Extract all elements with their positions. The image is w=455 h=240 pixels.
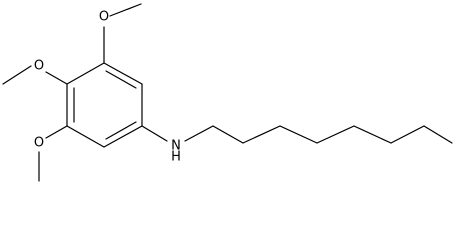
benzene-ring [66, 62, 143, 148]
bond-o-left-methyl [2, 65, 32, 85]
chain-bond-5 [353, 125, 392, 144]
bond-ring-nitrogen [141, 125, 168, 142]
methoxy-left: O [2, 59, 68, 85]
atom-o-bottom: O [34, 136, 44, 151]
ring-bond-c1-c2 [103, 62, 143, 85]
chain-bond-3 [279, 125, 318, 144]
methoxy-bottom: O [34, 125, 68, 182]
atom-nitrogen: N [171, 139, 181, 154]
bond-ring-o-left [45, 71, 68, 85]
ring-bond-c3-c4 [103, 125, 143, 148]
octyl-chain [212, 125, 453, 144]
atom-o-left: O [34, 59, 44, 74]
chain-bond-7 [423, 125, 453, 144]
chain-bond-1 [212, 125, 244, 144]
ring-bond-c4-c5 [66, 125, 105, 148]
ring-bond-c6-c1 [66, 62, 105, 85]
ring-double-bond-c3-c4 [105, 121, 137, 140]
ring-double-bond-c1-c2 [105, 70, 137, 89]
bond-ring-o-bottom [45, 125, 68, 139]
amine-group: N H [141, 125, 214, 165]
bond-o-top-methyl [109, 3, 142, 17]
chain-bond-2 [242, 125, 281, 144]
chain-bond-4 [316, 125, 355, 144]
chain-bond-6 [390, 125, 425, 144]
atom-amine-hydrogen: H [171, 150, 181, 165]
methoxy-top: O [99, 3, 142, 64]
bond-nitrogen-chain [184, 125, 214, 142]
atom-o-top: O [99, 10, 109, 25]
molecule-structure-diagram: O O O N H [2, 3, 453, 182]
